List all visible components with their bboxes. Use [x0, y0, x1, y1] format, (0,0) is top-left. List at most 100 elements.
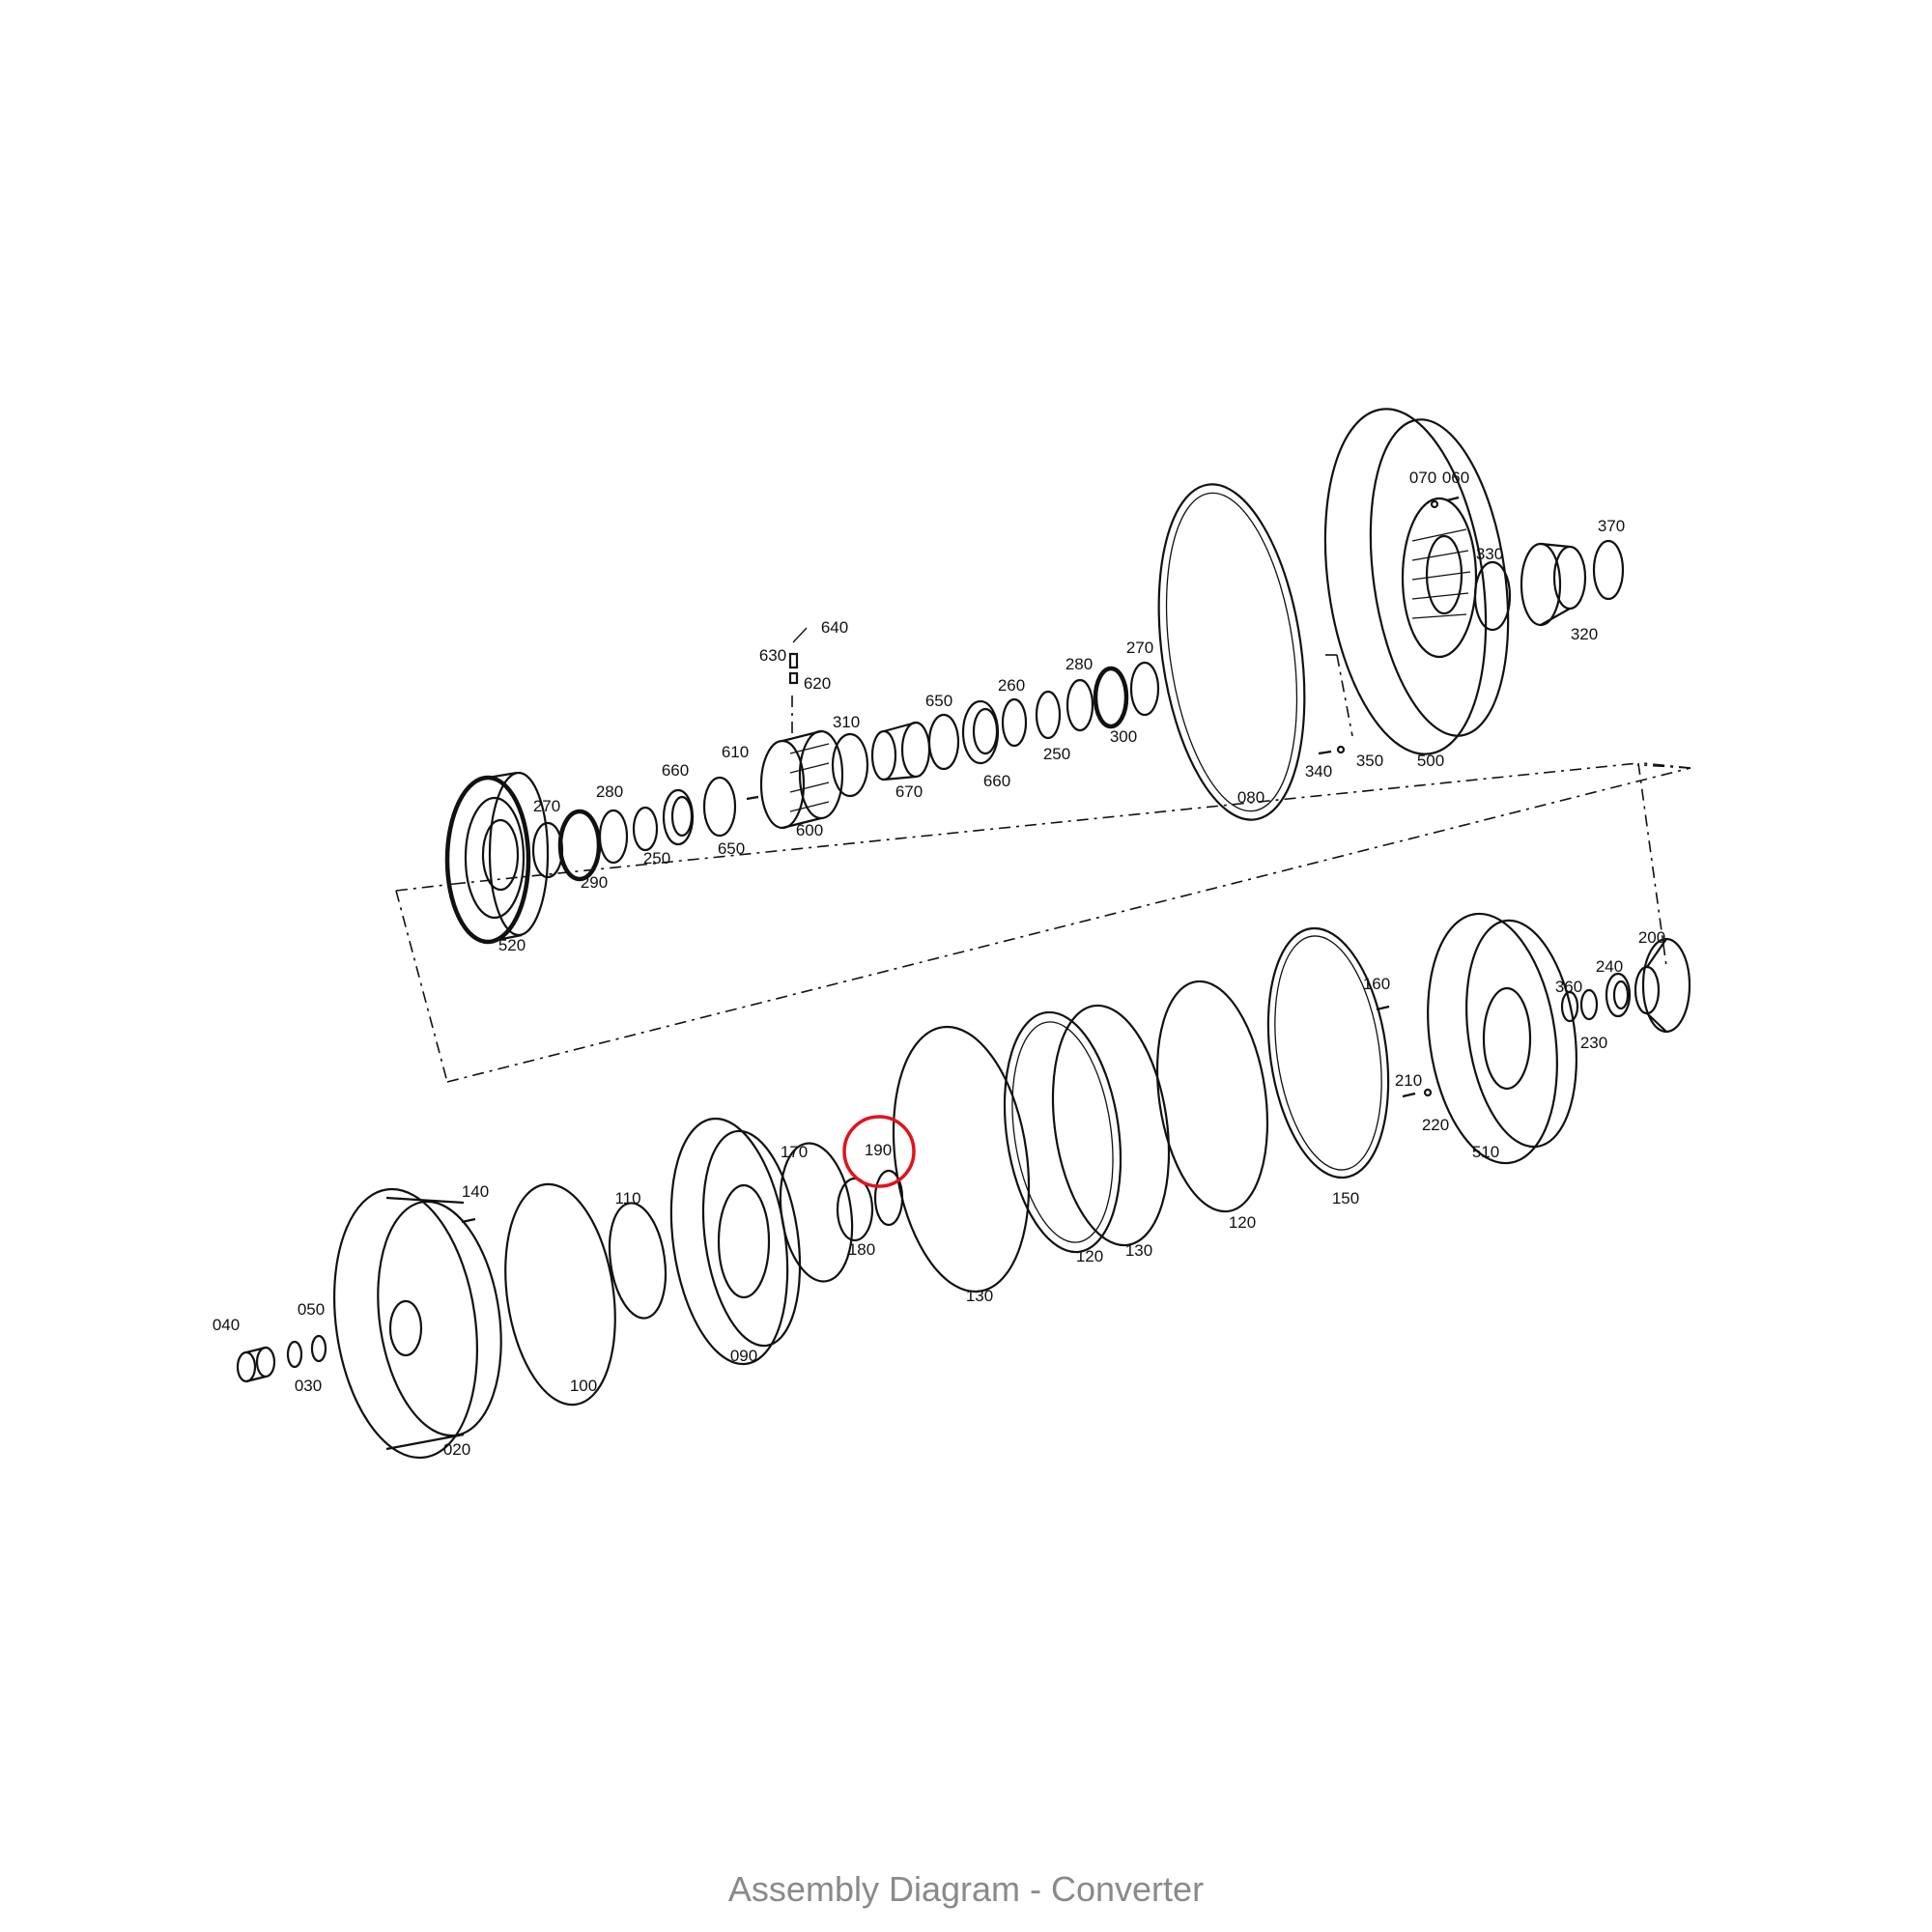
part-110-oring [608, 1202, 668, 1320]
part-label: 090 [730, 1347, 757, 1365]
part-280-ring-left [598, 809, 629, 865]
part-060-070-bolts [1430, 496, 1460, 509]
part-340-350-bolts [1318, 745, 1346, 755]
part-label: 060 [1442, 469, 1469, 487]
part-330-ring [1473, 560, 1512, 632]
part-620-630-640-pins [788, 627, 808, 685]
part-label: 650 [718, 839, 745, 858]
part-label: 020 [443, 1440, 470, 1459]
part-020-converter-cover [332, 1187, 502, 1460]
part-660-bearing-right [961, 699, 1000, 765]
part-label: 360 [1555, 978, 1582, 996]
part-label: 310 [833, 713, 860, 731]
part-label: 130 [1125, 1241, 1152, 1260]
diagram-caption: Assembly Diagram - Converter [727, 1869, 1205, 1909]
part-250-ring-left [632, 806, 659, 852]
part-240-bearing [1605, 972, 1632, 1018]
part-label: 620 [804, 674, 831, 693]
part-label: 370 [1598, 517, 1625, 535]
part-label: 640 [821, 618, 848, 637]
part-050-ring [310, 1334, 327, 1363]
part-040-plug [236, 1346, 276, 1383]
part-170-disc [779, 1142, 854, 1283]
part-label: 330 [1476, 545, 1503, 563]
part-label: 250 [643, 849, 670, 867]
part-label: 630 [759, 646, 786, 665]
part-290-ring [557, 809, 602, 882]
part-200-flange [1634, 937, 1691, 1034]
part-670-shaft [870, 721, 931, 781]
part-label: 120 [1076, 1247, 1103, 1265]
part-label: 500 [1417, 752, 1444, 770]
part-label: 110 [614, 1189, 640, 1208]
part-label: 140 [462, 1182, 489, 1201]
part-100-oring [504, 1182, 616, 1406]
part-210-220-bolts [1402, 1088, 1433, 1098]
part-label: 300 [1110, 727, 1137, 746]
part-080-gasket [1157, 483, 1306, 821]
part-150-gasket [1266, 926, 1390, 1179]
part-120-disc-right [1155, 980, 1269, 1213]
part-label: 600 [796, 821, 823, 839]
part-label: 160 [1363, 975, 1390, 993]
part-label: 670 [895, 782, 923, 801]
part-label: 070 [1409, 469, 1436, 487]
part-label: 660 [983, 772, 1010, 790]
part-label: 130 [966, 1287, 993, 1305]
part-130-plate-right [1051, 1004, 1171, 1247]
part-320-flange [1520, 542, 1587, 627]
part-120-disc-left [1003, 1010, 1122, 1254]
part-label: 260 [998, 676, 1025, 695]
part-510-turbine [1427, 912, 1577, 1165]
part-500-housing [1323, 408, 1510, 755]
part-label: 320 [1571, 625, 1598, 643]
part-610-pin [746, 795, 759, 801]
part-label: 240 [1596, 957, 1623, 976]
highlight-ring [842, 1115, 916, 1188]
part-140-pin [461, 1217, 476, 1224]
part-label: 250 [1043, 745, 1070, 763]
part-300-bearing [1093, 666, 1129, 729]
part-label: 520 [498, 936, 526, 954]
part-370-ring [1592, 539, 1625, 601]
part-030-ring [286, 1340, 303, 1369]
part-label: 340 [1305, 762, 1332, 781]
part-label: 190 [865, 1141, 892, 1159]
part-230-ring [1579, 988, 1599, 1021]
part-label: 200 [1638, 928, 1665, 947]
part-label: 660 [662, 761, 689, 780]
part-160-bolt [1376, 1005, 1390, 1011]
part-label: 050 [298, 1300, 325, 1319]
part-label: 280 [596, 782, 623, 801]
part-label: 180 [848, 1240, 875, 1259]
part-650-ring-left [702, 776, 737, 838]
part-270-ring-right [1129, 661, 1160, 717]
part-label: 610 [722, 743, 749, 761]
part-180-ring [836, 1177, 874, 1242]
part-label: 290 [581, 873, 608, 892]
part-labels: 020 030 040 050 060 070 080 090 100 110 … [213, 469, 1665, 1459]
part-label: 210 [1395, 1071, 1422, 1090]
assembly-path [395, 654, 1691, 1083]
part-130-plate-left [892, 1025, 1031, 1293]
part-label: 230 [1580, 1034, 1607, 1052]
part-650-ring-right [927, 713, 960, 771]
part-label: 220 [1422, 1116, 1449, 1134]
part-label: 350 [1356, 752, 1383, 770]
part-label: 650 [925, 692, 952, 710]
part-label: 080 [1237, 788, 1264, 807]
part-310-ring [831, 732, 869, 798]
part-660-bearing-left [662, 788, 695, 846]
part-label: 280 [1065, 655, 1093, 673]
part-label: 170 [781, 1143, 808, 1161]
part-label: 270 [1126, 639, 1153, 657]
part-label: 150 [1332, 1189, 1359, 1208]
part-260-ring [1001, 697, 1028, 748]
part-label: 100 [570, 1377, 597, 1395]
part-label: 040 [213, 1316, 240, 1334]
part-280-ring-right [1065, 678, 1094, 732]
part-label: 120 [1229, 1213, 1256, 1232]
part-360-ring [1560, 990, 1579, 1023]
part-250-ring-right [1035, 690, 1062, 740]
